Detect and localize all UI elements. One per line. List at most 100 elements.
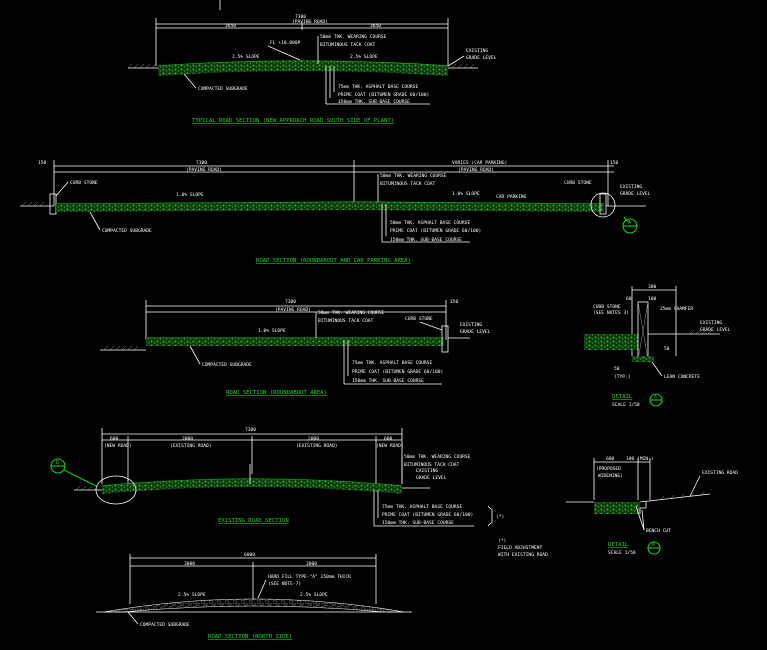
- detail-callout-ellipse: [95, 475, 137, 505]
- title-section-5: ROAD SECTION (NORTH SIDE): [208, 634, 292, 640]
- dim-bottom: 50: [614, 366, 620, 372]
- label-subbase: 150mm THK. SUB-BASE COURSE: [382, 520, 454, 526]
- title-section-2: ROAD SECTION (ROUNDABOUT AND CAR PARKING…: [256, 258, 411, 264]
- label-existing: EXISTING: [460, 322, 482, 328]
- label-slope: 1.0% SLOPE: [258, 328, 286, 334]
- dim-total: 7300: [245, 427, 256, 433]
- label-wearing: 50mm THK. WEARING COURSE: [380, 173, 447, 179]
- curb-stone-left: [49, 193, 57, 215]
- label-prime: PRIME COAT (BITUMEN GRADE 60/100): [382, 512, 473, 518]
- label-subgrade: COMPACTED SUBGRADE: [202, 362, 252, 368]
- curb-stone-right: [599, 193, 607, 215]
- label-chamfer: 25mm CHAMFER: [660, 306, 693, 312]
- label-slope-left: 2.5% SLOPE: [232, 54, 260, 60]
- pavement-layers: [158, 61, 448, 76]
- detail-callout-circle: [590, 192, 616, 218]
- label-curb-left: CURB STONE: [70, 180, 98, 186]
- label-subbase: 150mm THK. SUB-BASE COURSE: [338, 99, 410, 105]
- pavement-layers: [594, 502, 640, 514]
- label-prime: PRIME COAT (BITUMEN GRADE 60/100): [390, 228, 481, 234]
- label-curb-right: CURB STONE: [564, 180, 592, 186]
- label-slope-left: 2.5% SLOPE: [178, 592, 206, 598]
- marker-b-label: B: [56, 460, 59, 466]
- label-prime: PRIME COAT (BITUMEN GRADE 60/100): [338, 92, 429, 98]
- dim-top: 300: [648, 284, 657, 290]
- section-roundabout-parking: 150 7300 (PAVING ROAD) VARIES (CAR PARKI…: [20, 160, 651, 264]
- dim-w2: 100: [648, 296, 657, 302]
- label-existing: EXISTING: [700, 320, 722, 326]
- ground-hatch: [659, 491, 705, 501]
- dim-w1: 60: [626, 296, 632, 302]
- detail-a-marker: A: [654, 394, 657, 400]
- detail-a-bubble[interactable]: A: [649, 393, 663, 407]
- label-grade: GRADE LEVEL: [620, 191, 651, 197]
- label-subgrade: COMPACTED SUBGRADE: [140, 622, 190, 628]
- ground-hatch: [689, 329, 713, 335]
- label-grade: GRADE LEVEL: [460, 329, 491, 335]
- hard-fill-layer: [103, 598, 405, 613]
- label-existing: EXISTING: [416, 468, 438, 474]
- ground-hatch: [103, 345, 139, 351]
- detail-marker-b[interactable]: B: [50, 458, 97, 487]
- detail-a-scale: SCALE 1/50: [612, 402, 640, 408]
- pavement-layers: [584, 334, 638, 350]
- pavement-layers: [146, 338, 444, 346]
- ground-hatch-right: [451, 63, 475, 69]
- dim-total: 7300: [295, 14, 306, 20]
- dim-d-sub: (NEW ROAD): [376, 443, 404, 449]
- label-wearing: 50mm THK. WEARING COURSE: [404, 454, 471, 460]
- detail-b-bubble[interactable]: B: [647, 541, 661, 555]
- pavement-layers: [102, 479, 402, 494]
- section-existing-road: 7300 600 (NEW ROAD) 2000 (EXISTING ROAD)…: [50, 427, 548, 558]
- label-wearing: 50mm THK. WEARING COURSE: [318, 310, 385, 316]
- dim-a-sub: (NEW ROAD): [104, 443, 132, 449]
- dim-side: 50: [664, 346, 670, 352]
- label-field: FIELD ADJUSTMENT: [498, 545, 542, 551]
- ground-hatch-left: [127, 63, 157, 69]
- section-roundabout: 7300 (PAVING ROAD) 150 50mm THK. WEARING…: [100, 299, 491, 396]
- label-curb: CURB STONE: [593, 304, 621, 310]
- label-field2: WITH EXISTING ROAD: [498, 552, 548, 558]
- detail-marker-a[interactable]: A: [622, 216, 638, 234]
- label-slope-right: 1.0% SLOPE: [452, 191, 480, 197]
- title-section-4: EXISTING ROAD SECTION: [218, 518, 289, 524]
- dim-left-small: 150: [38, 160, 47, 166]
- dim-right: VARIES (CAR PARKING): [452, 160, 507, 166]
- dim-widening: WIDENING): [598, 473, 623, 479]
- dim-paving: (PAVING ROAD): [275, 307, 311, 313]
- label-slope-right: 2.5% SLOPE: [300, 592, 328, 598]
- label-grade: GRADE LEVEL: [416, 475, 447, 481]
- title-section-3: ROAD SECTION (ROUNDABOUT AREA): [226, 390, 327, 396]
- dim-b-sub: (EXISTING ROAD): [170, 443, 212, 449]
- label-grade: GRADE LEVEL: [466, 55, 497, 61]
- label-tack: BITUMINOUS TACK COAT: [320, 42, 376, 48]
- detail-a-title: DETAIL: [612, 394, 633, 400]
- dim-typ: (TYP.): [614, 374, 631, 380]
- detail-b-title: DETAIL: [608, 542, 629, 548]
- label-wearing: 50mm THK. WEARING COURSE: [320, 34, 387, 40]
- detail-a: 300 60 100 CURB STONE (SEE NOTES 3) 25mm…: [584, 284, 731, 408]
- ground-hatch: [75, 485, 99, 491]
- dim-right-small: 150: [610, 160, 619, 166]
- dim-c: 2000: [308, 436, 319, 442]
- section-typical-road: 7300 (PAVING ROAD) 3650 3650 FL +10.000P…: [127, 0, 497, 124]
- dim-proposed: (PROPOSED: [596, 466, 621, 472]
- label-base: 50mm THK. ASPHALT BASE COURSE: [390, 220, 470, 226]
- label-grade: GRADE LEVEL: [700, 327, 731, 333]
- label-note: (SEE NOTES 3): [593, 310, 629, 316]
- curb-stone: [441, 325, 449, 353]
- dim-right: 100 (MIN.): [626, 456, 654, 462]
- label-prime: PRIME COAT (BITUMEN GRADE 60/100): [352, 369, 443, 375]
- dim-right-small: 150: [450, 299, 459, 305]
- dim-d: 600: [384, 436, 393, 442]
- section-north-side: 6000 3000 3000 HARD FILL TYPE-"A" 150mm …: [96, 552, 412, 640]
- dim-right: 3000: [306, 561, 317, 567]
- dim-b: 2000: [182, 436, 193, 442]
- dim-left: 7300: [196, 160, 207, 166]
- label-base: 75mm THK. ASPHALT BASE COURSE: [352, 360, 432, 366]
- label-star: (*): [496, 514, 504, 520]
- detail-b: 600 100 (MIN.) (PROPOSED WIDENING) EXIST…: [566, 456, 738, 556]
- dim-left: 3650: [225, 23, 236, 29]
- dim-total: 7300: [285, 299, 296, 305]
